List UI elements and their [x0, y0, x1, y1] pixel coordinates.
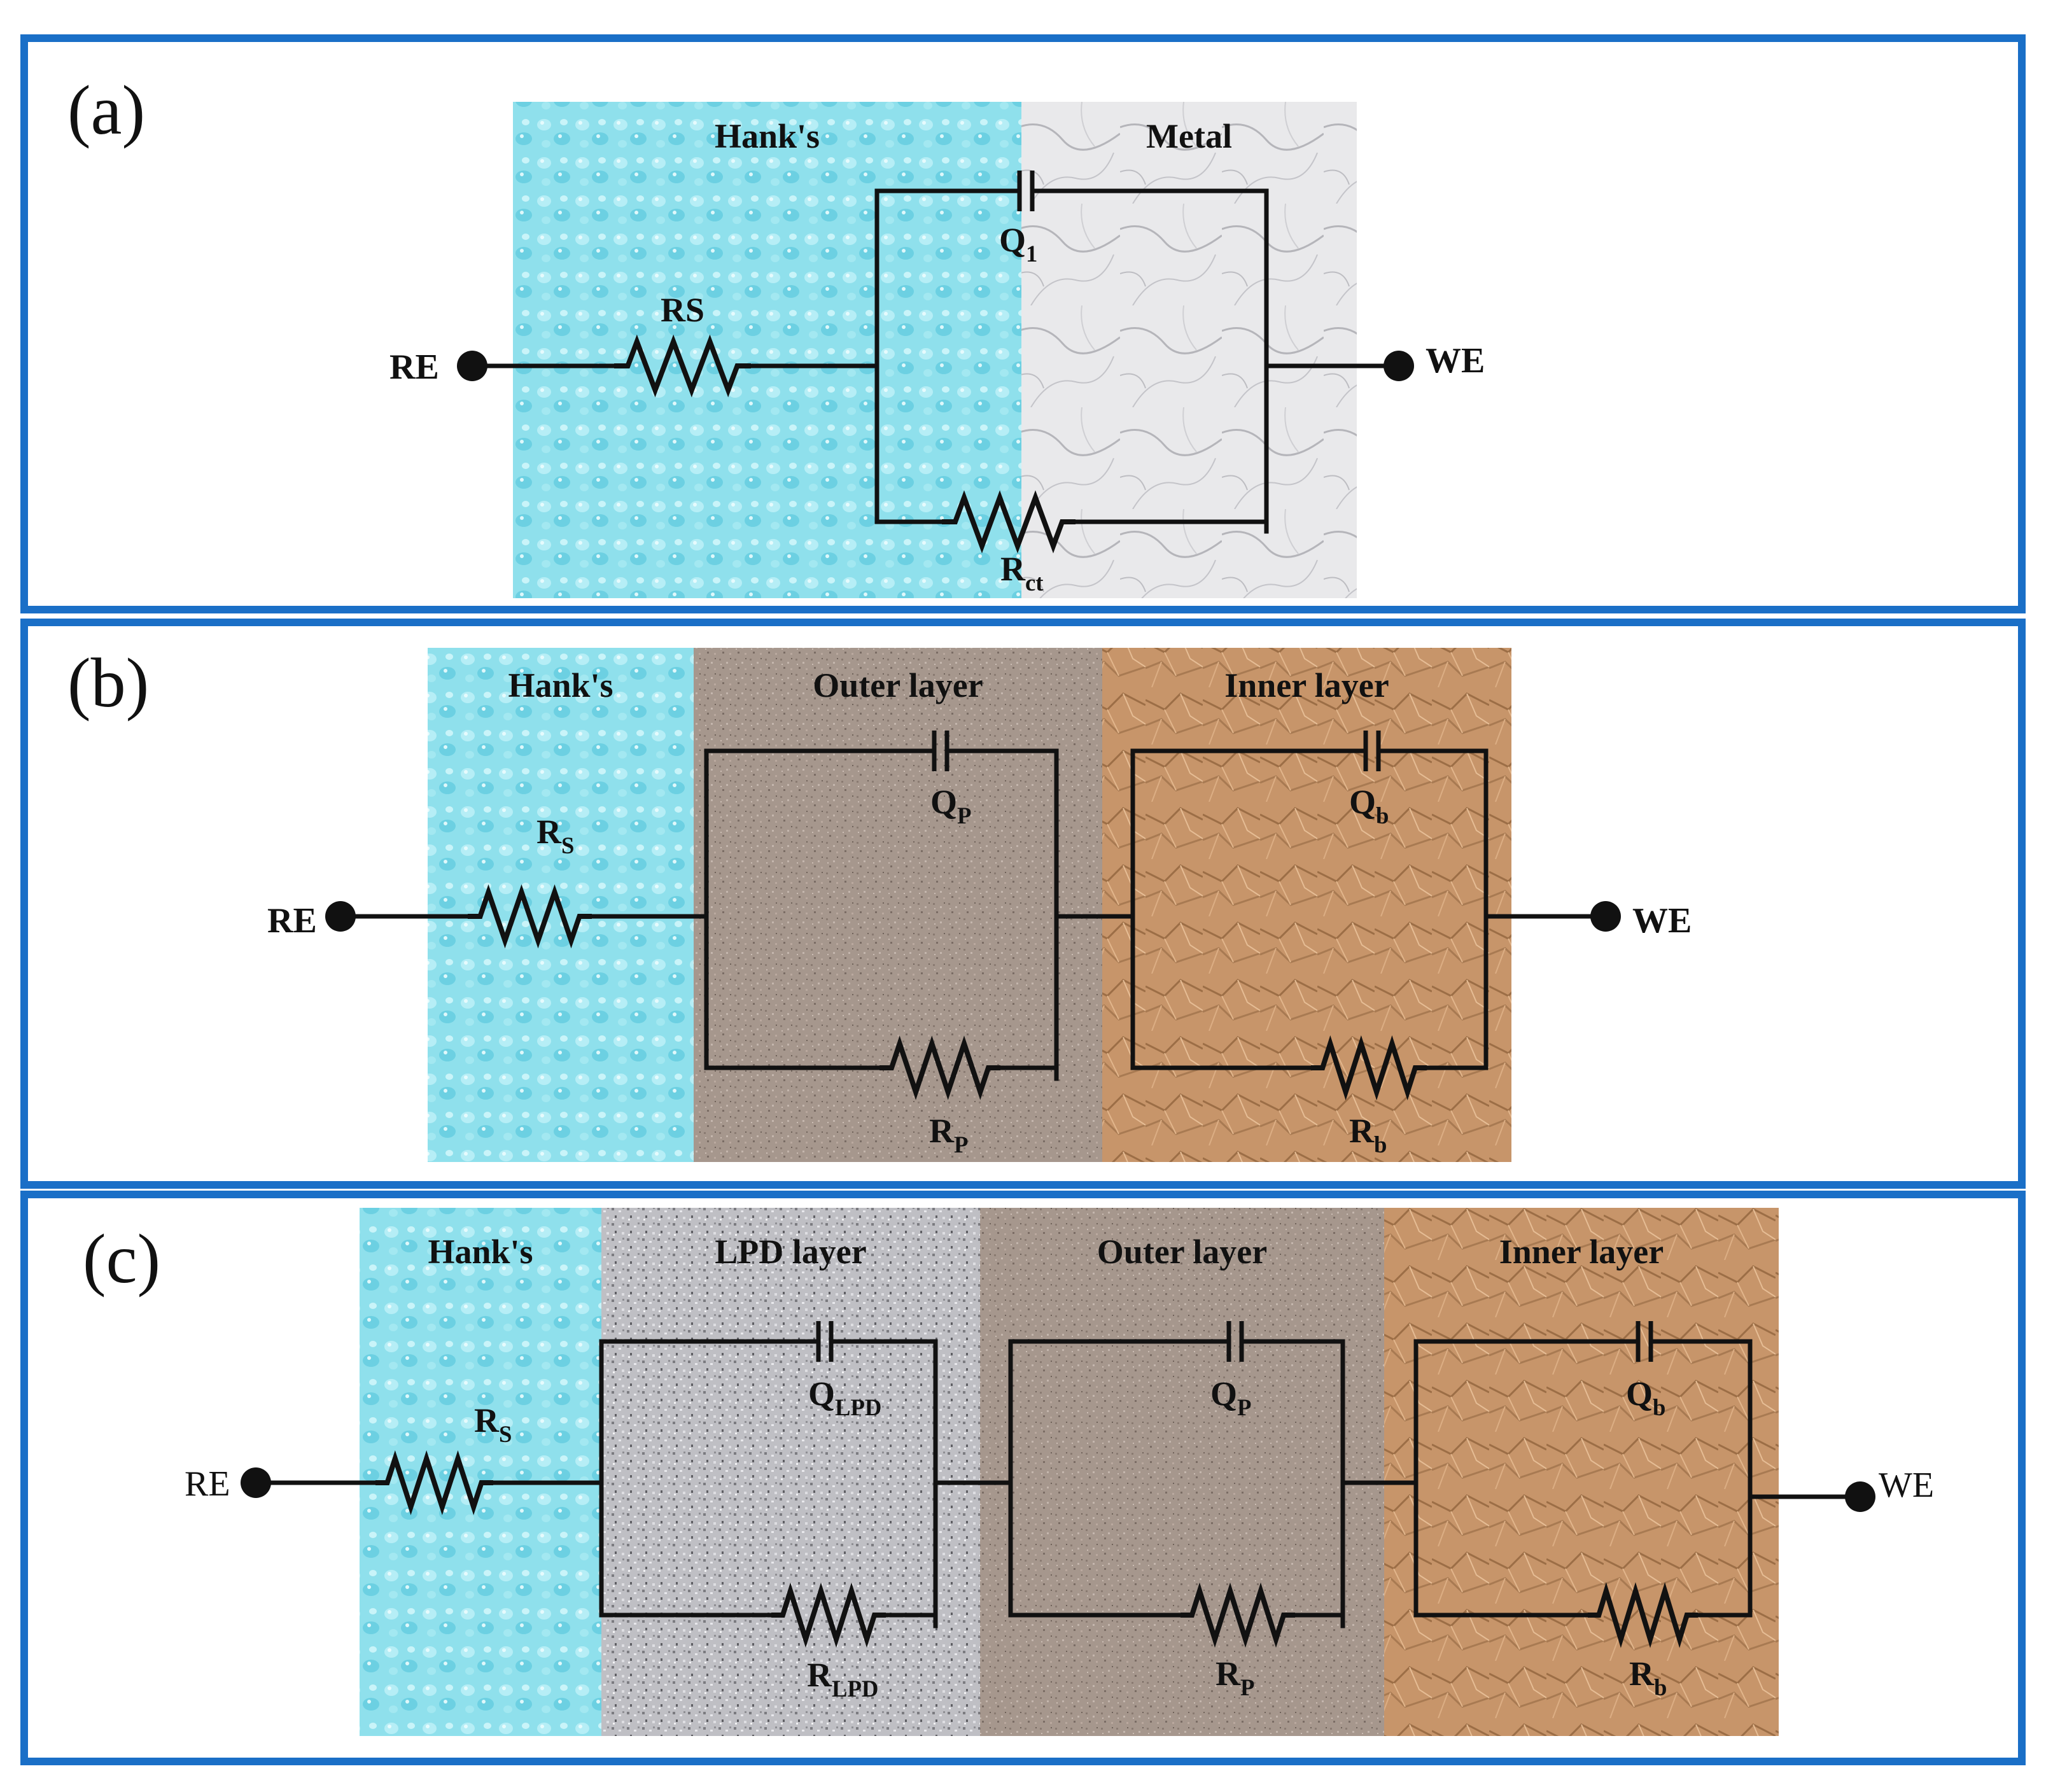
region-water — [360, 1208, 601, 1736]
re-node — [457, 351, 487, 381]
region-speckle — [694, 648, 1102, 1162]
region-crumple — [1102, 648, 1511, 1162]
re-terminal-label: RE — [185, 1464, 230, 1504]
parallel-top-wire — [1130, 748, 1364, 1070]
label-qp: QP — [1210, 1375, 1251, 1420]
capacitor-q1 — [1017, 171, 1035, 211]
we-terminal-label: WE — [1632, 901, 1692, 941]
label-rlpd: RLPD — [807, 1656, 878, 1702]
resistor-rct — [942, 490, 1076, 554]
parallel-top-wire — [874, 188, 1018, 524]
region-label: Inner layer — [1224, 666, 1389, 704]
parallel-top-wire — [1413, 1339, 1637, 1618]
parallel-top-wire — [1008, 1339, 1228, 1618]
region-marble — [1021, 102, 1357, 598]
capacitor-qlpd — [816, 1321, 834, 1362]
region-label: Hank's — [715, 117, 820, 155]
region-label: Hank's — [428, 1233, 533, 1271]
resistor-rs — [468, 884, 592, 949]
panel-label: (c) — [83, 1220, 160, 1298]
capacitor-qp — [932, 731, 949, 771]
re-terminal-label: RE — [267, 901, 317, 941]
we-node — [1590, 901, 1621, 932]
label-qp: QP — [930, 783, 971, 829]
parallel-top-wire — [599, 1339, 817, 1618]
label-rb: Rb — [1349, 1112, 1387, 1158]
resistor-rlpd — [771, 1582, 886, 1648]
capacitor-qb — [1636, 1321, 1653, 1362]
parallel-top-wire — [1034, 188, 1269, 534]
resistor-rp — [1181, 1582, 1295, 1648]
resistor-rs — [375, 1450, 493, 1515]
region-label: Inner layer — [1499, 1233, 1664, 1271]
parallel-top-wire — [1380, 748, 1489, 1070]
label-rp: RP — [929, 1112, 968, 1158]
resistor-rb — [1588, 1582, 1698, 1648]
region-speckle — [980, 1208, 1384, 1736]
panel-label: (a) — [67, 71, 145, 149]
label-rb: Rb — [1629, 1655, 1667, 1700]
label-rs: RS — [474, 1401, 512, 1447]
parallel-top-wire — [948, 748, 1059, 1081]
region-label: Metal — [1146, 117, 1232, 155]
region-water — [513, 102, 1021, 598]
label-rp: RP — [1216, 1655, 1254, 1700]
region-label: Outer layer — [1097, 1233, 1267, 1271]
resistor-rp — [879, 1035, 1000, 1100]
re-node — [325, 901, 356, 932]
label-qlpd: QLPD — [808, 1375, 881, 1420]
capacitor-qp — [1226, 1321, 1244, 1362]
capacitor-qb — [1363, 731, 1381, 771]
parallel-top-wire — [704, 748, 933, 1070]
we-node — [1384, 351, 1414, 381]
region-label: Hank's — [508, 666, 613, 704]
label-qb: Qb — [1349, 783, 1389, 829]
label-rs: RS — [661, 291, 704, 329]
resistor-rb — [1311, 1035, 1427, 1101]
we-node — [1845, 1481, 1875, 1512]
region-label: Outer layer — [813, 666, 983, 704]
panel-c: (c) Hank's LPD layer Outer layer Inner layer… — [20, 1191, 2026, 1765]
label-q1: Q1 — [999, 221, 1037, 267]
parallel-top-wire — [1652, 1339, 1753, 1618]
we-terminal-label: WE — [1879, 1466, 1934, 1505]
re-terminal-label: RE — [389, 347, 439, 387]
region-granite — [601, 1208, 980, 1736]
parallel-top-wire — [1243, 1339, 1345, 1628]
label-rs: RS — [536, 813, 574, 858]
label-rct: Rct — [1000, 550, 1044, 596]
we-terminal-label: WE — [1426, 341, 1485, 381]
resistor-rs — [614, 334, 751, 398]
parallel-top-wire — [832, 1339, 938, 1628]
re-node — [241, 1467, 271, 1498]
label-qb: Qb — [1626, 1375, 1665, 1420]
region-label: LPD layer — [715, 1233, 866, 1271]
region-crumple — [1384, 1208, 1779, 1736]
panel-label: (b) — [67, 644, 149, 722]
